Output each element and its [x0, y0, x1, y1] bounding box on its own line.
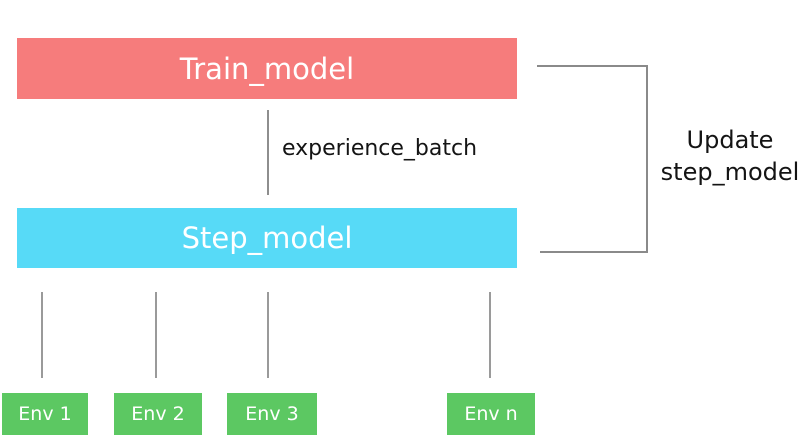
- env-n-label: Env n: [464, 403, 518, 425]
- env-n-connector-line: [489, 292, 491, 378]
- train-model-box: Train_model: [17, 38, 517, 99]
- env-2-label: Env 2: [131, 403, 185, 425]
- env-1-label: Env 1: [18, 403, 72, 425]
- env-3-box: Env 3: [227, 393, 317, 435]
- update-step-model-label: Update step_model: [650, 124, 800, 188]
- env-1-connector-line: [41, 292, 43, 378]
- update-label-line1: Update: [686, 126, 774, 154]
- env-1-box: Env 1: [2, 393, 88, 435]
- env-2-connector-line: [155, 292, 157, 378]
- experience-batch-line: [267, 110, 269, 195]
- train-model-label: Train_model: [179, 51, 355, 86]
- env-n-box: Env n: [447, 393, 535, 435]
- experience-batch-label: experience_batch: [282, 136, 478, 161]
- env-3-label: Env 3: [245, 403, 299, 425]
- env-2-box: Env 2: [114, 393, 202, 435]
- step-model-label: Step_model: [181, 221, 353, 255]
- update-bracket-bottom-line: [540, 251, 648, 253]
- env-3-connector-line: [267, 292, 269, 378]
- step-model-box: Step_model: [17, 208, 517, 268]
- update-bracket-top-line: [537, 65, 648, 67]
- update-label-line2: step_model: [660, 158, 800, 186]
- update-bracket-vertical-line: [646, 65, 648, 253]
